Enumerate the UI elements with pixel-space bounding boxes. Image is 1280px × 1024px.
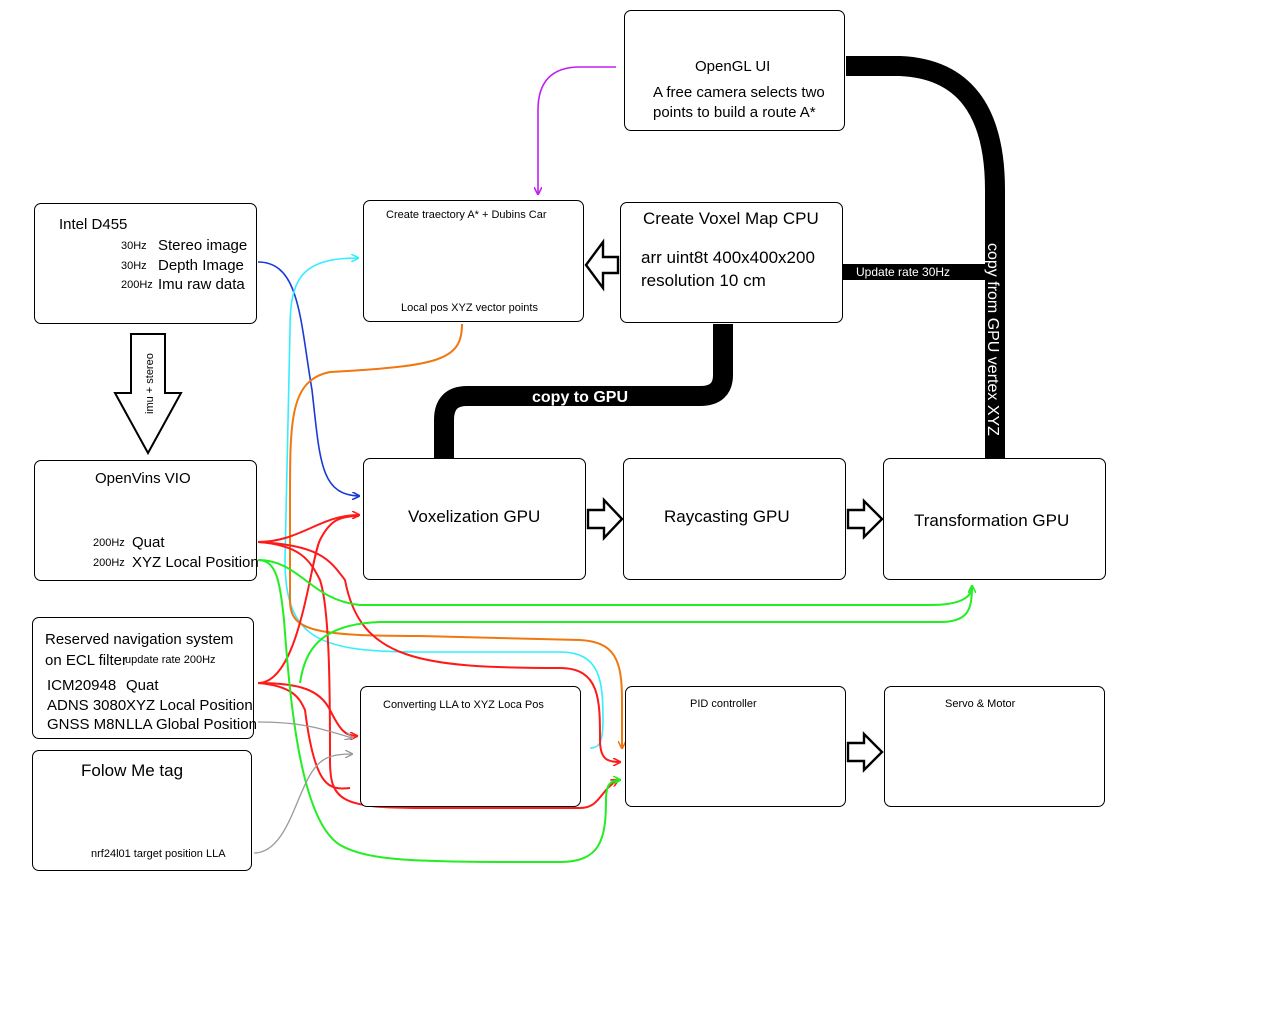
- reserved-navigation-box: Reserved navigation system on ECL filter…: [32, 617, 257, 739]
- intel-d455-box: Intel D455 30Hz Stereo image 30Hz Depth …: [34, 203, 257, 324]
- update-rate-label: Update rate 30Hz: [856, 265, 950, 279]
- voxel-map-line2: resolution 10 cm: [641, 271, 766, 290]
- follow-me-tag-box: Folow Me tag nrf24l01 target position LL…: [32, 750, 252, 871]
- servo-title: Servo & Motor: [945, 698, 1016, 710]
- reserved-label-0: Quat: [126, 677, 159, 694]
- converting-lla-box: Converting LLA to XYZ Loca Pos: [360, 686, 581, 807]
- green-openvins-to-transformation: [257, 559, 972, 606]
- reserved-sensor-2: GNSS M8N: [47, 716, 126, 733]
- gray-followme-to-converting: [253, 754, 352, 854]
- voxel-map-title: Create Voxel Map CPU: [643, 209, 819, 228]
- trajectory-title: Create traectory A* + Dubins Car: [386, 209, 547, 221]
- red-openvins-to-voxelization: [257, 515, 359, 543]
- reserved-label-2: LLA Global Position: [126, 716, 257, 733]
- transformation-title: Transformation GPU: [914, 511, 1070, 530]
- cyan-connector-down: [284, 329, 604, 749]
- reserved-title-line2: on ECL filter: [45, 652, 127, 669]
- blue-connector: [257, 261, 359, 496]
- trajectory-box: Create traectory A* + Dubins Car Local p…: [363, 200, 584, 322]
- imu-stereo-label: imu + stereo: [144, 353, 156, 414]
- magenta-connector: [538, 66, 616, 194]
- reserved-label-1: XYZ Local Position: [126, 697, 253, 714]
- opengl-ui-line2: points to build a route A*: [653, 104, 816, 121]
- intel-label-2: Imu raw data: [158, 276, 245, 293]
- reserved-title-line1: Reserved navigation system: [45, 631, 234, 648]
- intel-label-1: Depth Image: [158, 257, 244, 274]
- pid-controller-box: PID controller: [625, 686, 846, 807]
- opengl-ui-title: OpenGL UI: [695, 58, 771, 75]
- openvins-rate-1: 200Hz: [93, 557, 125, 569]
- red-openvins-to-pid: [257, 541, 620, 762]
- voxelmap-to-trajectory-arrow: [584, 238, 620, 292]
- follow-me-title: Folow Me tag: [81, 761, 184, 780]
- openvins-label-0: Quat: [132, 534, 165, 551]
- red-reserved-to-pid: [257, 682, 351, 790]
- raycasting-gpu-box: Raycasting GPU: [623, 458, 846, 580]
- gray-gnss-to-converting: [257, 721, 352, 738]
- openvins-label-1: XYZ Local Position: [132, 554, 259, 571]
- intel-rate-1: 30Hz: [121, 260, 147, 272]
- openvins-vio-box: OpenVins VIO 200Hz Quat 200Hz XYZ Local …: [34, 460, 259, 581]
- openvins-rate-0: 200Hz: [93, 537, 125, 549]
- green-openvins-to-pid: [257, 559, 620, 864]
- voxelization-title: Voxelization GPU: [408, 507, 541, 526]
- intel-rate-2: 200Hz: [121, 279, 153, 291]
- reserved-sensor-0: ICM20948: [47, 677, 117, 694]
- pid-to-servo-arrow: [846, 731, 884, 773]
- voxelization-gpu-box: Voxelization GPU: [363, 458, 586, 580]
- orange-connector: [289, 323, 622, 748]
- follow-me-footer: nrf24l01 target position LLA: [91, 848, 226, 860]
- voxelization-to-raycasting-arrow: [586, 496, 624, 542]
- raycasting-to-transformation-arrow: [846, 498, 884, 540]
- trajectory-footer: Local pos XYZ vector points: [401, 302, 538, 314]
- intel-label-0: Stereo image: [158, 237, 248, 254]
- copy-from-gpu-ribbon: [846, 56, 1005, 460]
- red-reserved-to-voxelization: [257, 515, 360, 684]
- reserved-sensor-1: ADNS 3080: [47, 697, 127, 714]
- pid-title: PID controller: [690, 698, 757, 710]
- intel-title: Intel D455: [59, 216, 128, 233]
- converting-title: Converting LLA to XYZ Loca Pos: [383, 699, 544, 711]
- openvins-title: OpenVins VIO: [95, 470, 191, 487]
- intel-rate-0: 30Hz: [121, 240, 147, 252]
- servo-motor-box: Servo & Motor: [884, 686, 1105, 807]
- imu-stereo-arrow: [113, 333, 183, 456]
- cyan-connector-trajectory: [289, 258, 358, 331]
- opengl-ui-box: OpenGL UI A free camera selects two poin…: [624, 10, 845, 131]
- transformation-gpu-box: Transformation GPU: [883, 458, 1106, 580]
- green-reserved-to-transformation: [299, 585, 973, 684]
- opengl-ui-line1: A free camera selects two: [653, 84, 825, 101]
- copy-to-gpu-ribbon: [434, 324, 733, 460]
- copy-to-gpu-label: copy to GPU: [532, 389, 628, 406]
- raycasting-title: Raycasting GPU: [664, 507, 790, 526]
- copy-from-gpu-label: copy from GPU vertex XYZ: [984, 243, 1001, 436]
- voxel-map-cpu-box: Create Voxel Map CPU arr uint8t 400x400x…: [620, 202, 843, 323]
- reserved-rate-note: update rate 200Hz: [125, 654, 216, 666]
- voxel-map-line1: arr uint8t 400x400x200: [641, 248, 815, 267]
